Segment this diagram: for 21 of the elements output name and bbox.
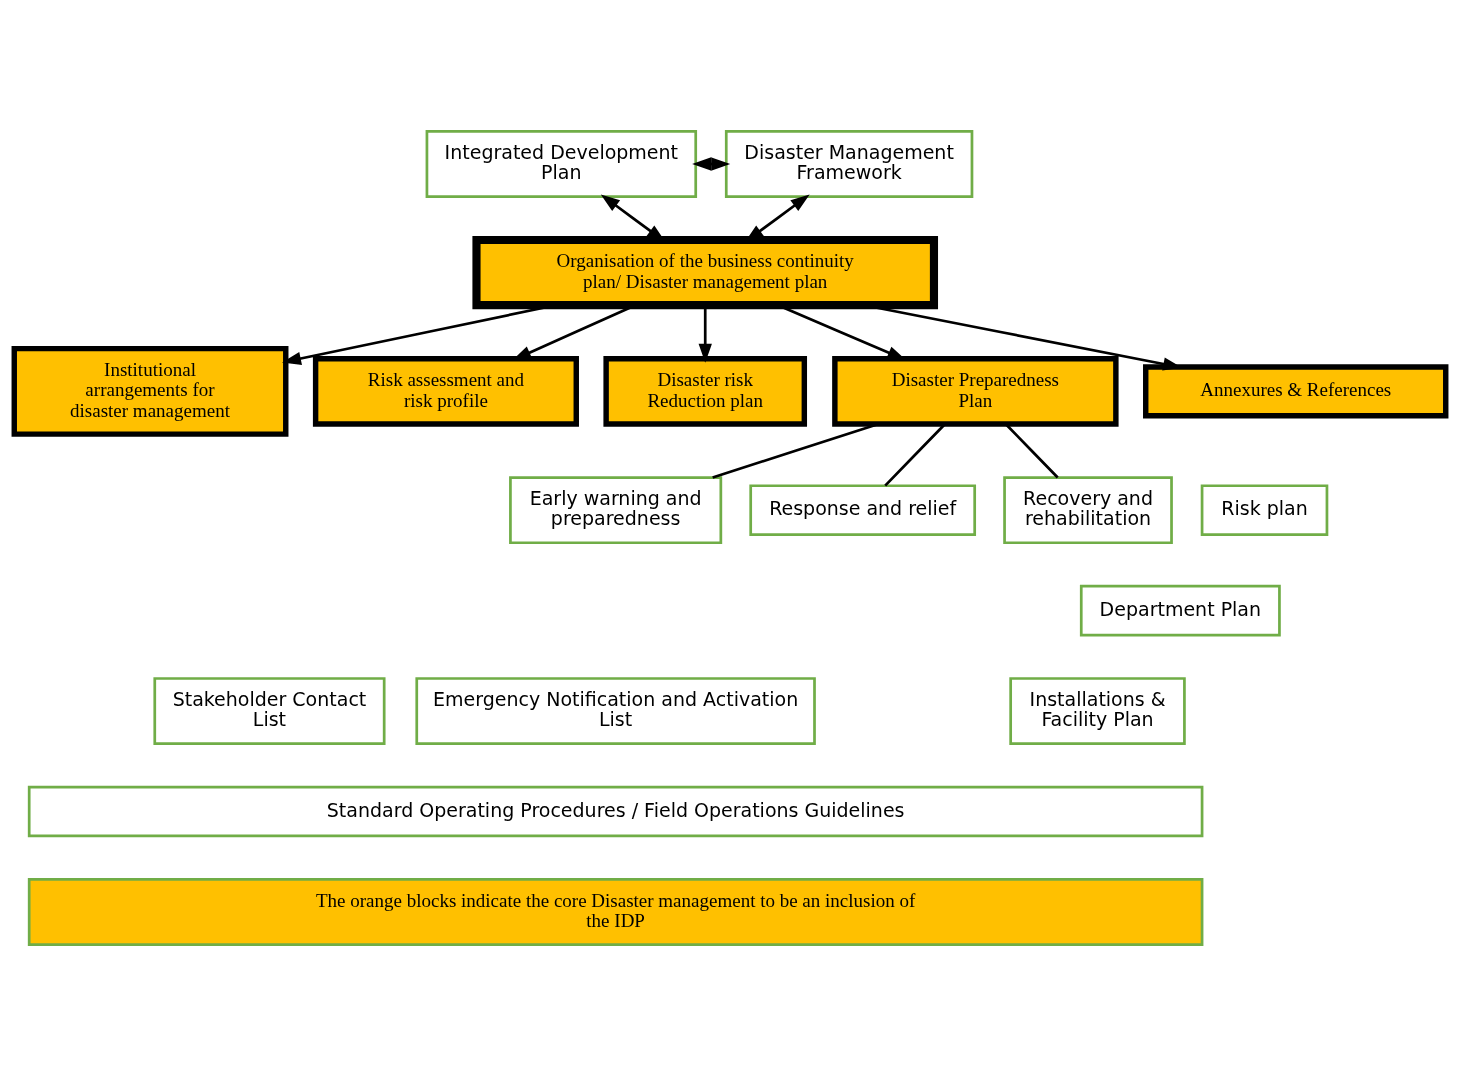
connector: [1005, 423, 1059, 479]
node-box: Risk assessment and risk profile: [312, 356, 579, 427]
node-box: The orange blocks indicate the core Disaster management to be an inclusion of the IDP: [27, 878, 1204, 946]
node-box: Annexures & References: [1143, 364, 1449, 419]
connector: [884, 423, 946, 487]
node-box: Stakeholder Contact List: [153, 677, 386, 745]
node-box: Early warning and preparedness: [509, 476, 723, 545]
node-box: Installations & Facility Plan: [1009, 677, 1186, 745]
node-box: Disaster risk Reduction plan: [603, 356, 808, 427]
node-box: Department Plan: [1079, 584, 1281, 637]
node-box: Response and relief: [749, 484, 977, 536]
node-box: Institutional arrangements for disaster management: [11, 345, 289, 437]
node-box: Disaster Management Framework: [724, 130, 974, 198]
node-box: Integrated Development Plan: [425, 130, 698, 198]
node-box: Disaster Preparedness Plan: [832, 356, 1119, 427]
node-box: Organisation of the business continuity plan/ Disaster management plan: [472, 235, 939, 310]
arrow: [692, 157, 731, 171]
node-box: Standard Operating Procedures / Field Operations Guidelines: [27, 785, 1204, 838]
node-box: Risk plan: [1200, 484, 1329, 536]
node-box: Emergency Notification and Activation List: [415, 677, 816, 745]
node-box: Recovery and rehabilitation: [1003, 476, 1173, 545]
